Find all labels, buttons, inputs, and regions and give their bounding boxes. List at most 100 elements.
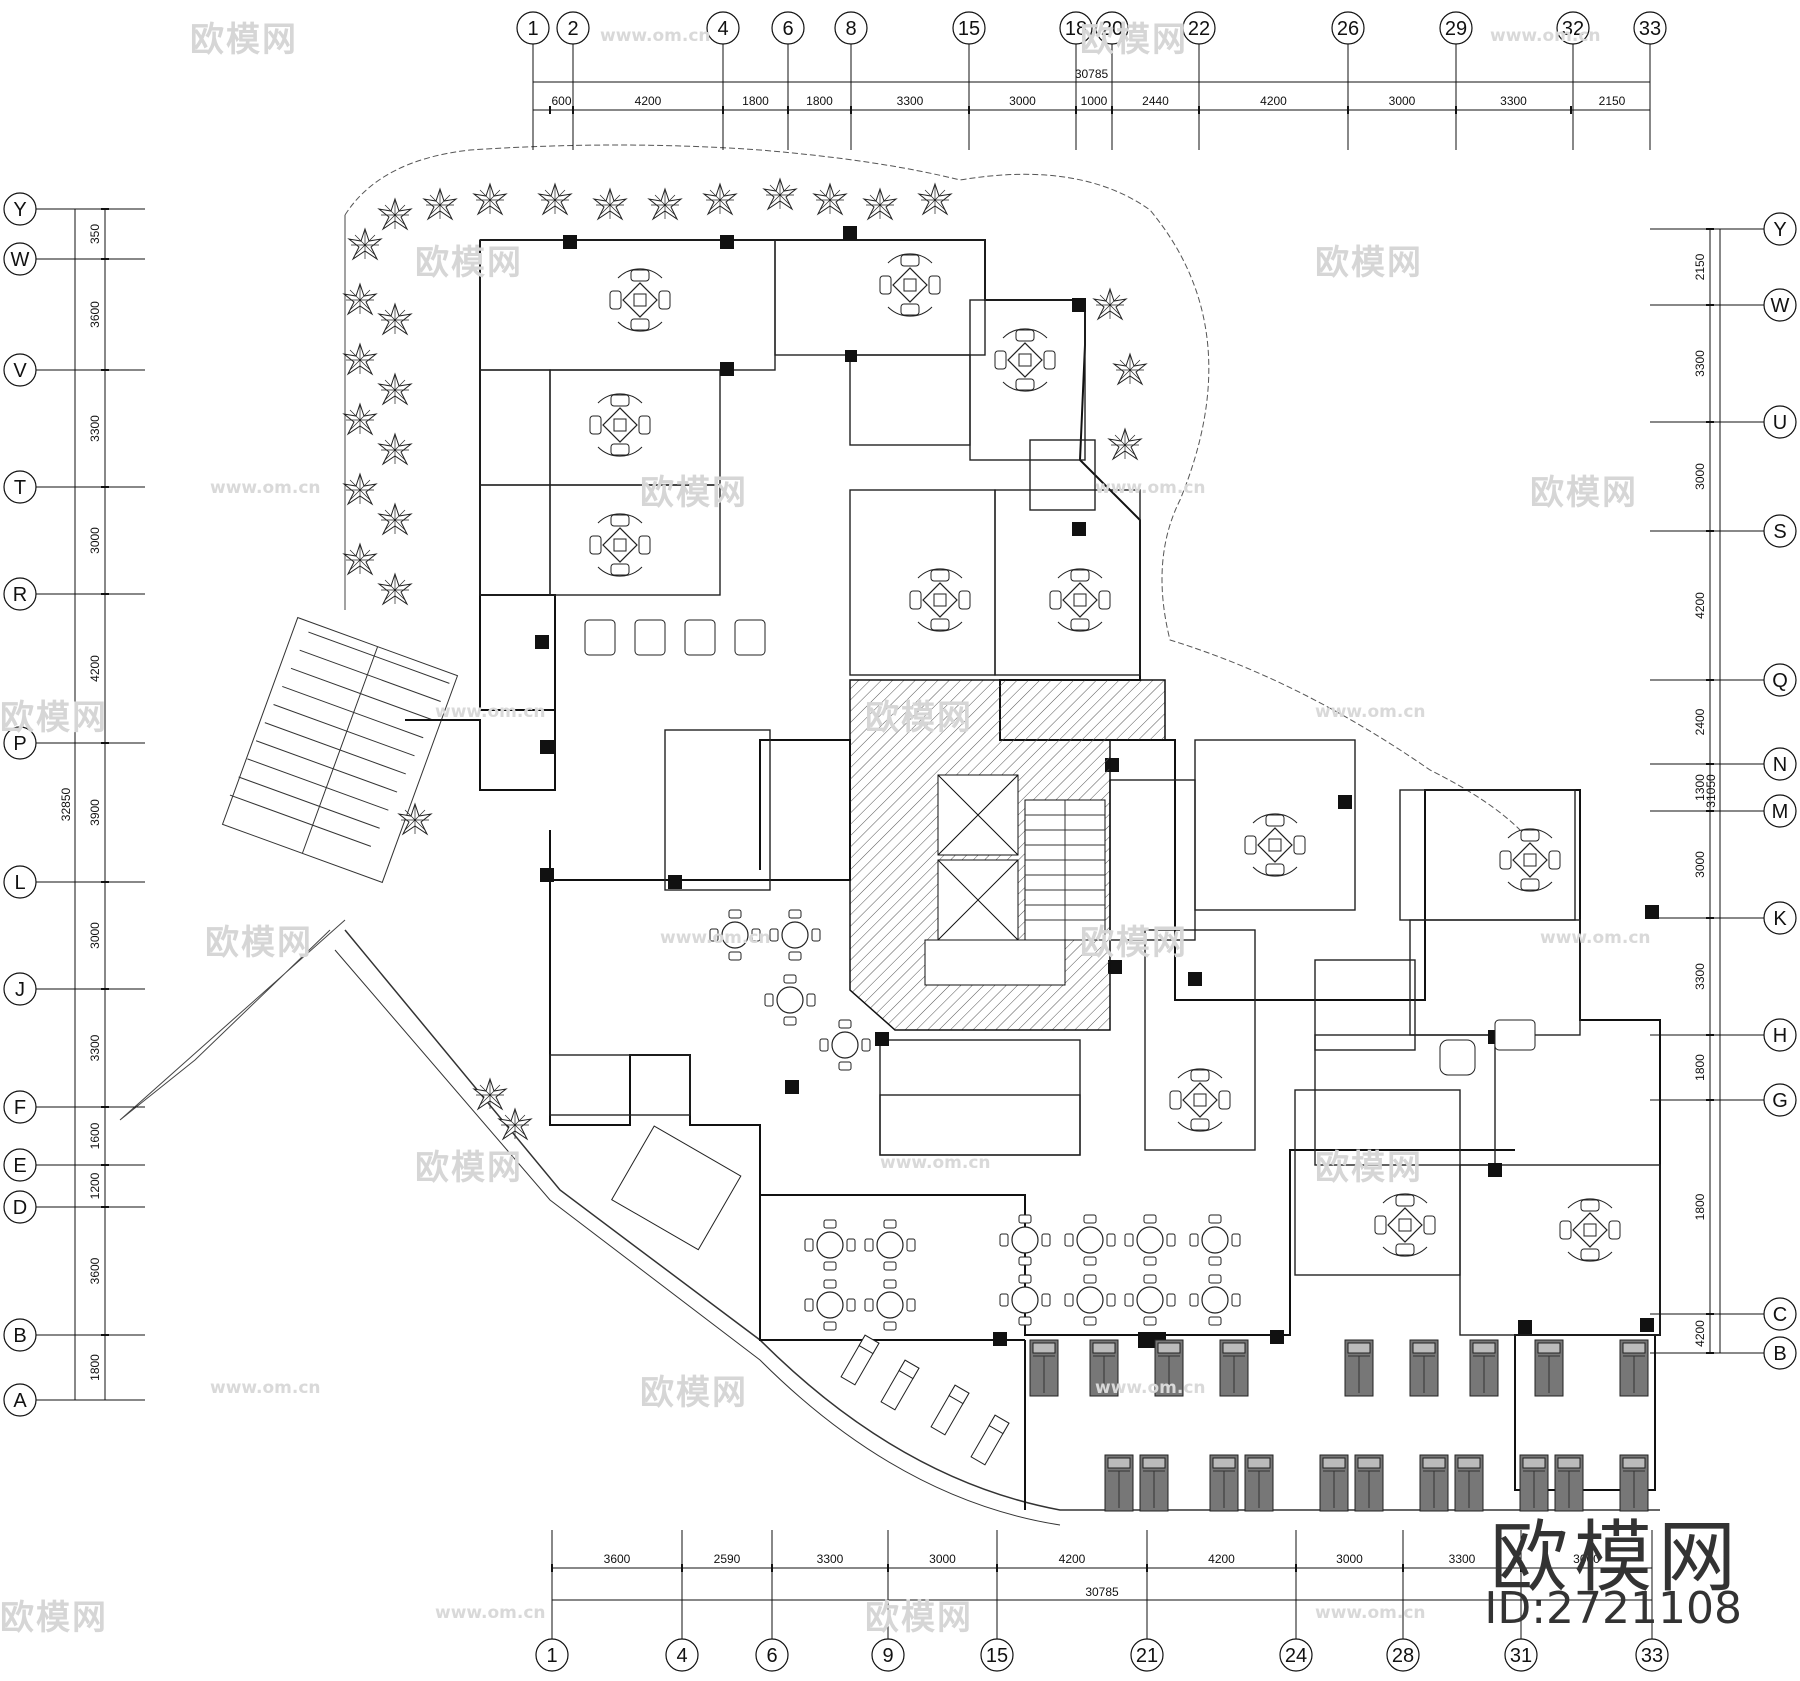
- dimension-value: 3300: [1693, 350, 1707, 377]
- axis-label: A: [13, 1390, 27, 1412]
- watermark-url: www.om.cn: [1315, 702, 1426, 722]
- axis-label: 6: [782, 18, 793, 40]
- axis-label: P: [13, 733, 26, 755]
- axis-label: 4: [717, 18, 728, 40]
- axis-label: 6: [766, 1645, 777, 1667]
- watermark-url: www.om.cn: [600, 26, 711, 46]
- dimension-value: 3300: [88, 415, 102, 442]
- dimension-value: 3600: [88, 1257, 102, 1284]
- dimension-value: 3300: [817, 1552, 844, 1566]
- watermark-logo: 欧模网: [1530, 473, 1638, 513]
- dimension-value: 4200: [88, 655, 102, 682]
- axis-label: 24: [1285, 1645, 1307, 1667]
- watermark-logo: 欧模网: [415, 243, 523, 283]
- exterior-stair: [221, 616, 459, 884]
- axis-label: 8: [845, 18, 856, 40]
- axis-label: H: [1773, 1025, 1787, 1047]
- watermark-url: www.om.cn: [210, 478, 321, 498]
- axis-label: T: [14, 477, 26, 499]
- axis-label: C: [1773, 1304, 1787, 1326]
- dimension-value: 2440: [1142, 94, 1169, 108]
- dimension-value: 3600: [604, 1552, 631, 1566]
- dimension-value: 4200: [1693, 592, 1707, 619]
- axis-label: 32: [1562, 18, 1584, 40]
- dimension-value: 4200: [1260, 94, 1287, 108]
- dimension-value: 3300: [1693, 963, 1707, 990]
- watermark-url: www.om.cn: [1540, 928, 1651, 948]
- axis-label: 1: [546, 1645, 557, 1667]
- watermark-url: www.om.cn: [1490, 26, 1601, 46]
- dimension-value: 1800: [1693, 1193, 1707, 1220]
- interior-partitions: [479, 239, 1661, 1336]
- dimension-value: 4200: [635, 94, 662, 108]
- axis-label: B: [1773, 1343, 1786, 1365]
- dimension-value: 1800: [742, 94, 769, 108]
- axis-label: 18: [1065, 18, 1087, 40]
- watermark-logo: 欧模网: [865, 698, 973, 738]
- axis-label: 15: [986, 1645, 1008, 1667]
- axis-label: 1: [527, 18, 538, 40]
- axis-label: 33: [1639, 18, 1661, 40]
- dimension-value: 600: [1694, 0, 1714, 3]
- dimension-value: 2400: [1693, 708, 1707, 735]
- axis-label: G: [1772, 1090, 1788, 1112]
- dimension-value: 4200: [1059, 1552, 1086, 1566]
- watermark-url: www.om.cn: [660, 928, 771, 948]
- axis-label: Y: [1773, 219, 1786, 241]
- watermark-logo: 欧模网: [1080, 923, 1188, 963]
- watermark-logo: 欧模网: [1315, 1148, 1423, 1188]
- axis-label: 20: [1101, 18, 1123, 40]
- dimension-value: 2150: [1693, 253, 1707, 280]
- dimension-value: 3000: [1693, 463, 1707, 490]
- watermark-logo: 欧模网: [1080, 20, 1188, 60]
- watermark-logo: 欧模网: [0, 1598, 108, 1638]
- dimension-total: 30785: [1075, 67, 1109, 81]
- dimension-value: 3300: [88, 1034, 102, 1061]
- axis-label: 4: [676, 1645, 687, 1667]
- watermark-logo: 欧模网: [205, 923, 313, 963]
- brand-logo-text: 欧模网: [1489, 1513, 1742, 1603]
- axis-label: Y: [13, 199, 26, 221]
- axis-label: 2: [567, 18, 578, 40]
- axis-label: D: [13, 1197, 27, 1219]
- axis-label: S: [1773, 521, 1786, 543]
- watermark-url: www.om.cn: [435, 1603, 546, 1623]
- axis-label: W: [11, 249, 30, 271]
- watermark-logo: 欧模网: [190, 20, 298, 60]
- axis-grid-left: YWVTRPLJFEDBA328503503600330030004200390…: [3, 192, 145, 1417]
- dimension-value: 3000: [88, 527, 102, 554]
- axis-label: 22: [1188, 18, 1210, 40]
- axis-label: 9: [882, 1645, 893, 1667]
- watermark-logo: 欧模网: [1315, 243, 1423, 283]
- dimension-value: 1300: [1693, 774, 1707, 801]
- watermark-url: www.om.cn: [1315, 1603, 1426, 1623]
- axis-label: E: [13, 1155, 26, 1177]
- dimension-value: 1800: [1693, 1054, 1707, 1081]
- watermark-logo: 欧模网: [415, 1148, 523, 1188]
- terrace-loungers: [840, 1334, 1010, 1466]
- axis-label: R: [13, 584, 27, 606]
- spa-beds: [1029, 1339, 1649, 1512]
- dimension-value: 350: [88, 224, 102, 244]
- axis-label: 26: [1337, 18, 1359, 40]
- dimension-value: 1000: [1081, 94, 1108, 108]
- dimension-value: 3300: [1449, 1552, 1476, 1566]
- dimension-value: 1200: [88, 1172, 102, 1199]
- dimension-value: 4200: [1693, 1320, 1707, 1347]
- dimension-value: 4200: [1208, 1552, 1235, 1566]
- columns: [535, 226, 1659, 1348]
- axis-label: M: [1772, 801, 1789, 823]
- dimension-value: 2590: [714, 1552, 741, 1566]
- watermark-url: www.om.cn: [435, 702, 546, 722]
- watermark-url: www.om.cn: [880, 1153, 991, 1173]
- axis-label: J: [15, 979, 25, 1001]
- axis-label: 31: [1510, 1645, 1532, 1667]
- watermark-logo: 欧模网: [640, 1373, 748, 1413]
- dimension-value: 600: [551, 94, 571, 108]
- dimension-value: 1600: [88, 1122, 102, 1149]
- watermark-url: www.om.cn: [1095, 1378, 1206, 1398]
- axis-label: 28: [1392, 1645, 1414, 1667]
